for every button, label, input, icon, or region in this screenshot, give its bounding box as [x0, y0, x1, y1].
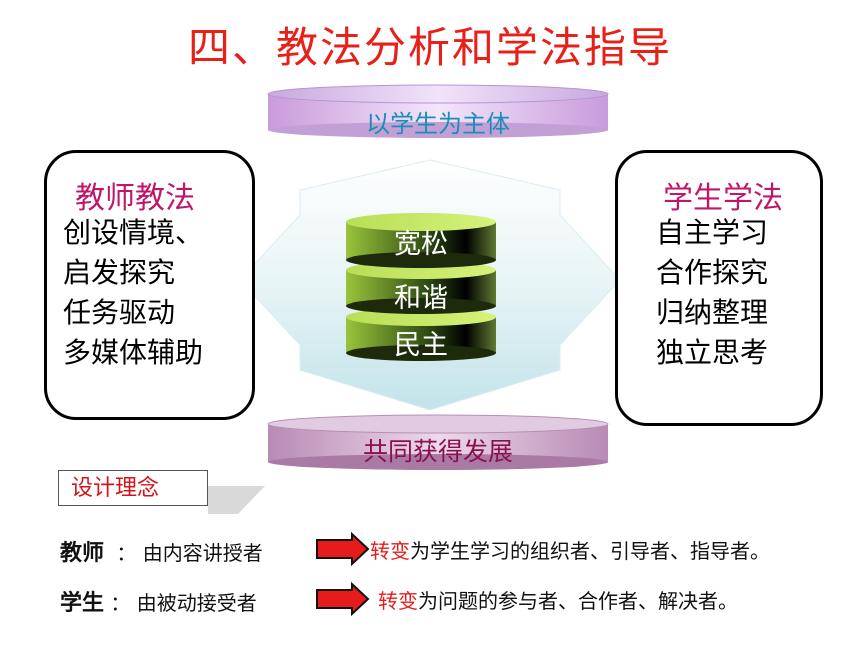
teacher-item: 创设情境、 [63, 216, 204, 249]
teacher-item: 任务驱动 [63, 296, 176, 329]
student-method-box: 学生学法 自主学习 合作探究 归纳整理 独立思考 [615, 150, 823, 426]
statement-sep: ： [110, 591, 131, 615]
layer-label-3: 民主 [394, 330, 448, 361]
statement-from: 由内容讲授者 [142, 541, 263, 565]
statement-change: 转变 [378, 589, 418, 613]
statement-subject: 教师 [60, 540, 105, 566]
teacher-method-box: 教师教法 创设情境、 启发探究 任务驱动 多媒体辅助 [44, 150, 255, 420]
teacher-statement-right: 转变为学生学习的组织者、引导者、指导者。 [370, 535, 770, 564]
concept-shadow [208, 486, 265, 514]
teacher-item: 启发探究 [63, 256, 176, 289]
layer-label-1: 宽松 [394, 229, 448, 260]
statement-rest: 为问题的参与者、合作者、解决者。 [418, 589, 738, 613]
statement-from: 由被动接受者 [136, 591, 257, 615]
statement-sep: ： [116, 541, 137, 565]
student-item: 合作探究 [656, 256, 769, 289]
design-concept-label: 设计理念 [58, 470, 208, 506]
bottom-disk-label: 共同获得发展 [362, 437, 513, 466]
student-item: 独立思考 [656, 336, 769, 369]
layer-label-2: 和谐 [394, 283, 448, 314]
student-box-title: 学生学法 [663, 181, 783, 216]
student-statement-right: 转变为问题的参与者、合作者、解决者。 [378, 585, 738, 614]
red-arrow-icon [316, 531, 370, 567]
student-item: 归纳整理 [656, 296, 769, 329]
statement-change: 转变 [370, 539, 410, 563]
top-disk-label: 以学生为主体 [366, 110, 510, 138]
student-item: 自主学习 [656, 216, 769, 249]
teacher-item: 多媒体辅助 [63, 336, 204, 369]
statement-subject: 学生 [60, 590, 105, 616]
teacher-box-title: 教师教法 [75, 181, 195, 216]
center-stack [346, 213, 496, 361]
top-disk [267, 84, 609, 138]
page-title: 四、教法分析和学法指导 [187, 23, 672, 72]
student-statement-left: 学生 ： 由被动接受者 [60, 585, 257, 617]
bottom-disk [267, 414, 609, 470]
statement-rest: 为学生学习的组织者、引导者、指导者。 [410, 539, 770, 563]
red-arrow-icon [316, 581, 370, 617]
teacher-statement-left: 教师 ： 由内容讲授者 [60, 535, 263, 567]
